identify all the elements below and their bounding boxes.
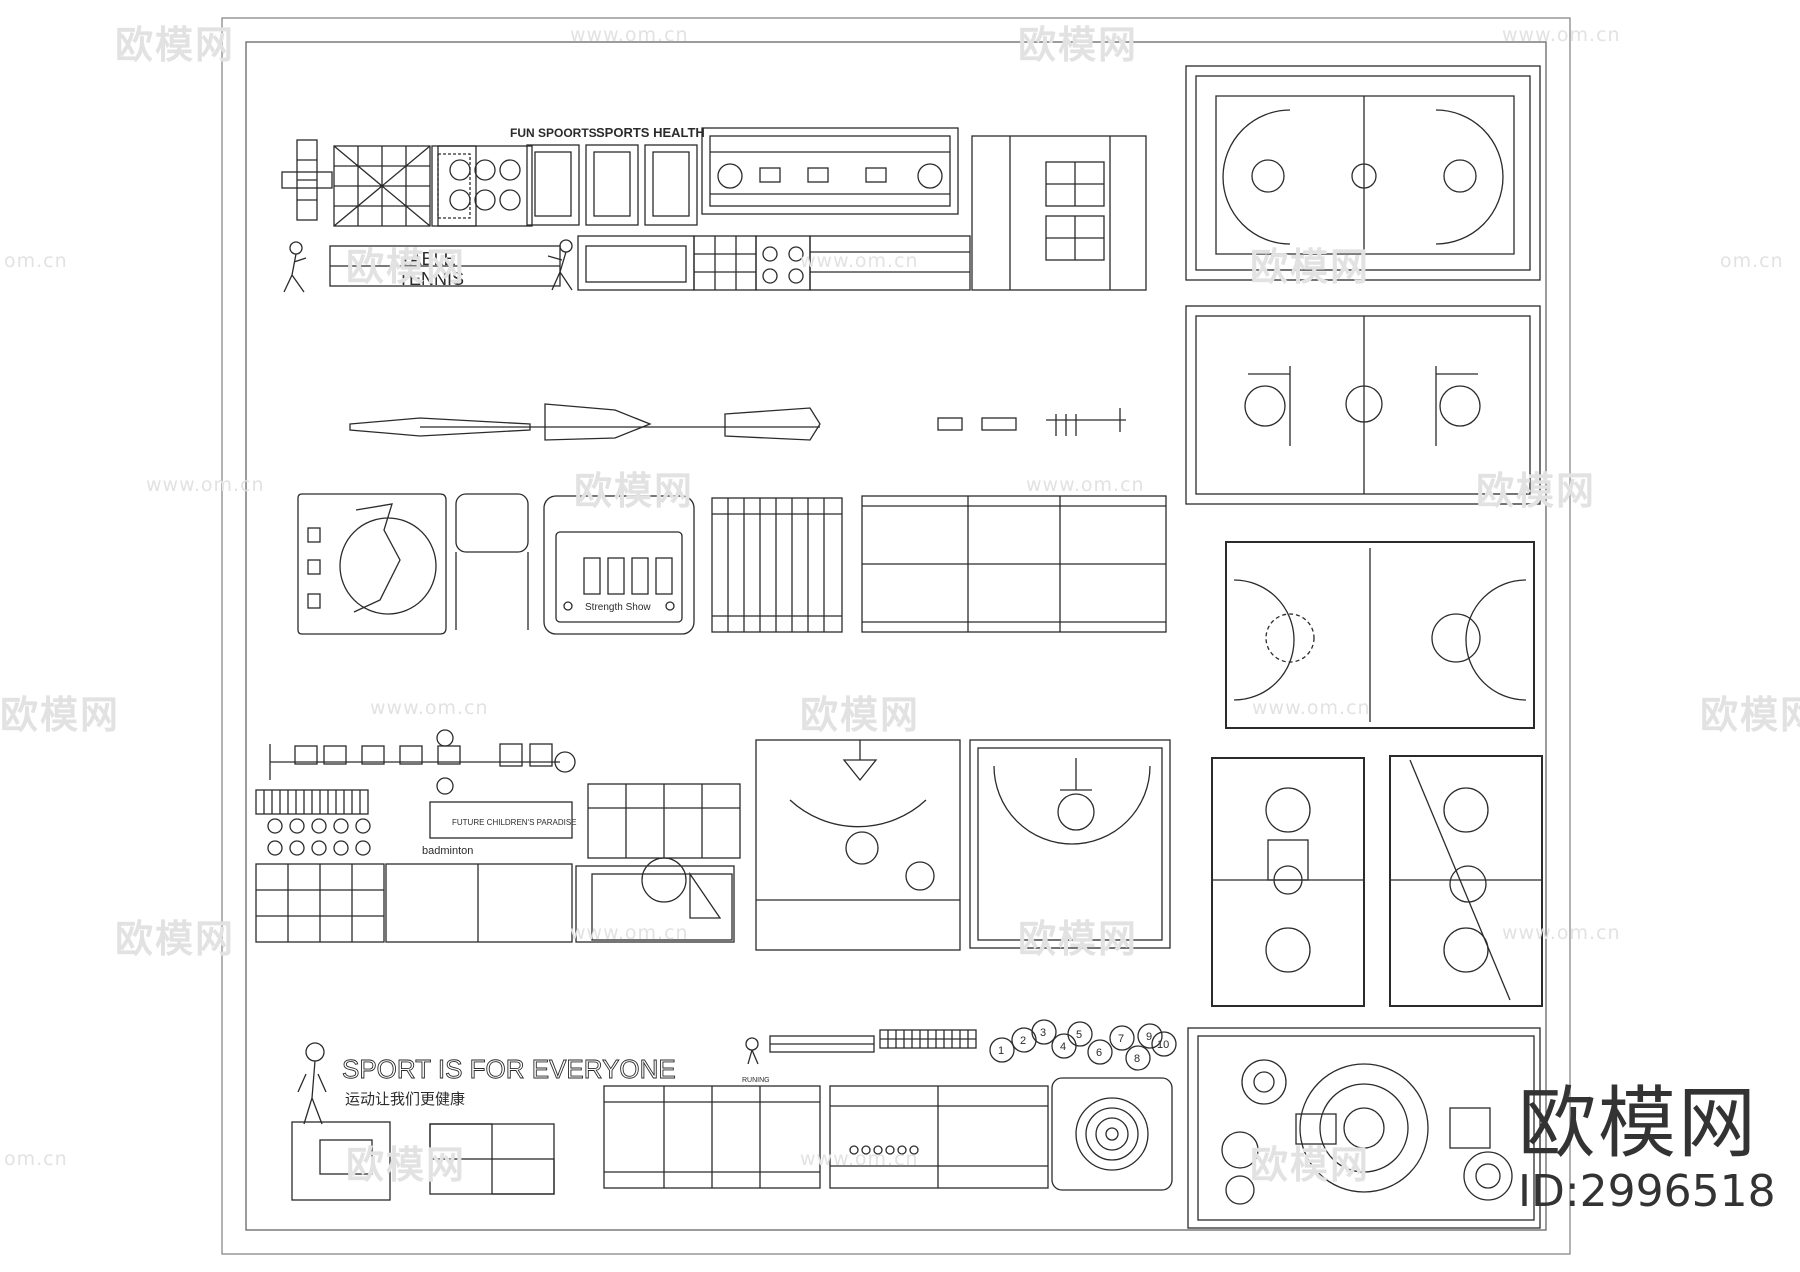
player-figure-left <box>283 241 307 293</box>
sports-health-panels <box>526 144 698 226</box>
number-3: 3 <box>1040 1027 1046 1039</box>
table-tennis-grid-panel <box>333 145 533 227</box>
strength-show-text: Strength Show <box>585 602 651 613</box>
brand-logo-text: 欧模网 <box>1518 1079 1759 1169</box>
number-5: 5 <box>1076 1029 1082 1041</box>
table-tennis-bars <box>329 245 561 287</box>
bottom-court-panels <box>291 1077 1173 1201</box>
outer-frame <box>221 17 1571 1255</box>
number-10: 10 <box>1157 1039 1169 1051</box>
court-5-portrait <box>1389 755 1543 1007</box>
lockers-panel <box>711 497 843 633</box>
number-9: 9 <box>1146 1031 1152 1043</box>
cn-slogan-text: 运动让我们更健康 <box>345 1091 465 1108</box>
equipment-elevation <box>349 403 1126 441</box>
lakers-court-panel <box>297 493 529 635</box>
badminton-text: badminton <box>422 845 473 857</box>
number-labels: 1 2 3 4 5 6 7 8 9 10 <box>998 1027 1169 1065</box>
number-4: 4 <box>1060 1041 1066 1053</box>
number-6: 6 <box>1096 1047 1102 1059</box>
runner-figure-left <box>297 1042 327 1125</box>
gym-wall-elevation <box>701 127 959 215</box>
sport-everyone-text: SPORT IS FOR EVERYONE <box>342 1054 676 1084</box>
number-1: 1 <box>998 1045 1004 1057</box>
court-2-full <box>1185 305 1541 505</box>
running-track-strip <box>745 1029 977 1065</box>
half-court-panel-left <box>755 739 961 951</box>
inner-frame <box>245 41 1547 1231</box>
number-circles <box>989 1019 1177 1071</box>
court-4-portrait <box>1211 757 1365 1007</box>
court-3-plan <box>1225 541 1535 729</box>
player-figure-right <box>547 239 573 291</box>
fun-sports-text: FUN SPOORTS <box>510 126 597 140</box>
kids-equipment-cluster <box>255 729 576 856</box>
badminton-court-top <box>861 495 1167 633</box>
sports-health-text: SPORTS HEALTH <box>596 125 705 140</box>
volleyball-elevations <box>255 783 741 943</box>
running-text: RUNING <box>742 1077 770 1084</box>
number-8: 8 <box>1134 1053 1140 1065</box>
tennis-text: TENNIS <box>398 269 464 289</box>
table-text: TABLE <box>400 249 456 269</box>
court-1-two-half <box>1185 65 1541 281</box>
circular-court-panel <box>1187 1027 1541 1229</box>
wall-window-elevation <box>971 135 1147 291</box>
number-7: 7 <box>1118 1033 1124 1045</box>
half-court-panel-right <box>969 739 1171 949</box>
strength-show-panel <box>543 495 695 635</box>
number-2: 2 <box>1020 1035 1026 1047</box>
model-id-label: ID:2996518 <box>1518 1166 1776 1217</box>
hopscotch-block <box>281 139 333 221</box>
activity-wall-row <box>577 235 971 291</box>
future-paradise-text: FUTURE CHILDREN'S PARADISE <box>452 818 577 827</box>
